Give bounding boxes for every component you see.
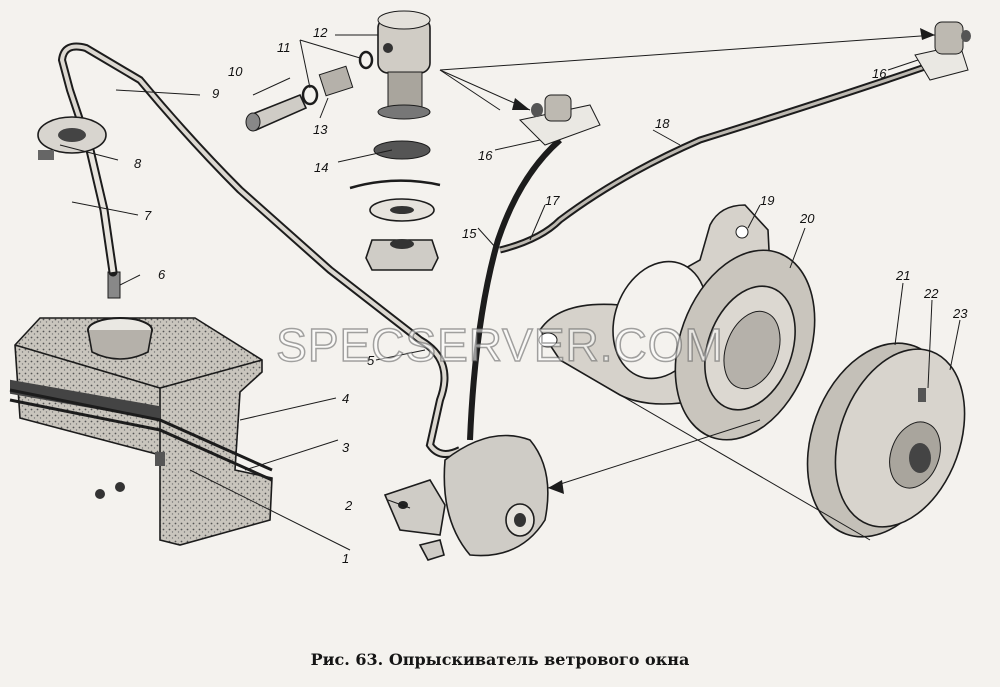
callout-labels: 1 2 3 4 5 6 7 8 9 10 11 12 13 14 15 16 1… <box>134 25 968 566</box>
watermark: SPECSERVER.COM <box>275 318 724 372</box>
callout-6: 6 <box>158 267 166 282</box>
callout-1: 1 <box>342 551 349 566</box>
callout-22: 22 <box>923 286 939 301</box>
callout-12: 12 <box>313 25 328 40</box>
grommet <box>37 116 107 160</box>
callout-11: 11 <box>277 40 291 55</box>
callout-20: 20 <box>799 211 815 226</box>
callout-3: 3 <box>342 440 350 455</box>
gasket <box>674 249 816 441</box>
callout-17: 17 <box>545 193 560 208</box>
reservoir-tank <box>9 271 273 546</box>
callout-14: 14 <box>314 160 328 175</box>
callout-5: 5 <box>367 353 375 368</box>
washer-pump <box>383 434 549 561</box>
callout-16-right: 16 <box>872 66 887 81</box>
callout-4: 4 <box>342 391 349 406</box>
callout-7: 7 <box>144 208 152 223</box>
callout-23: 23 <box>952 306 968 321</box>
nozzle-left <box>518 94 601 146</box>
callout-9: 9 <box>212 86 219 101</box>
callout-10: 10 <box>228 64 243 79</box>
arrows <box>512 28 935 494</box>
pump-cover <box>806 342 966 538</box>
callout-leaders <box>119 34 961 551</box>
callout-21: 21 <box>895 268 910 283</box>
nozzle-right <box>914 21 971 81</box>
callout-15: 15 <box>462 226 477 241</box>
callout-2: 2 <box>344 498 353 513</box>
callout-13: 13 <box>313 122 328 137</box>
figure-caption: Рис. 63. Опрыскиватель ветрового окна <box>310 650 690 669</box>
callout-18: 18 <box>655 116 670 131</box>
callout-16-left: 16 <box>478 148 493 163</box>
washer-assembly-diagram: 1 2 3 4 5 6 7 8 9 10 11 12 13 14 15 16 1… <box>9 10 971 566</box>
guide-lines <box>59 34 936 541</box>
valve-parts <box>245 10 441 271</box>
callout-19: 19 <box>760 193 774 208</box>
callout-8: 8 <box>134 156 142 171</box>
hoses <box>57 42 947 458</box>
